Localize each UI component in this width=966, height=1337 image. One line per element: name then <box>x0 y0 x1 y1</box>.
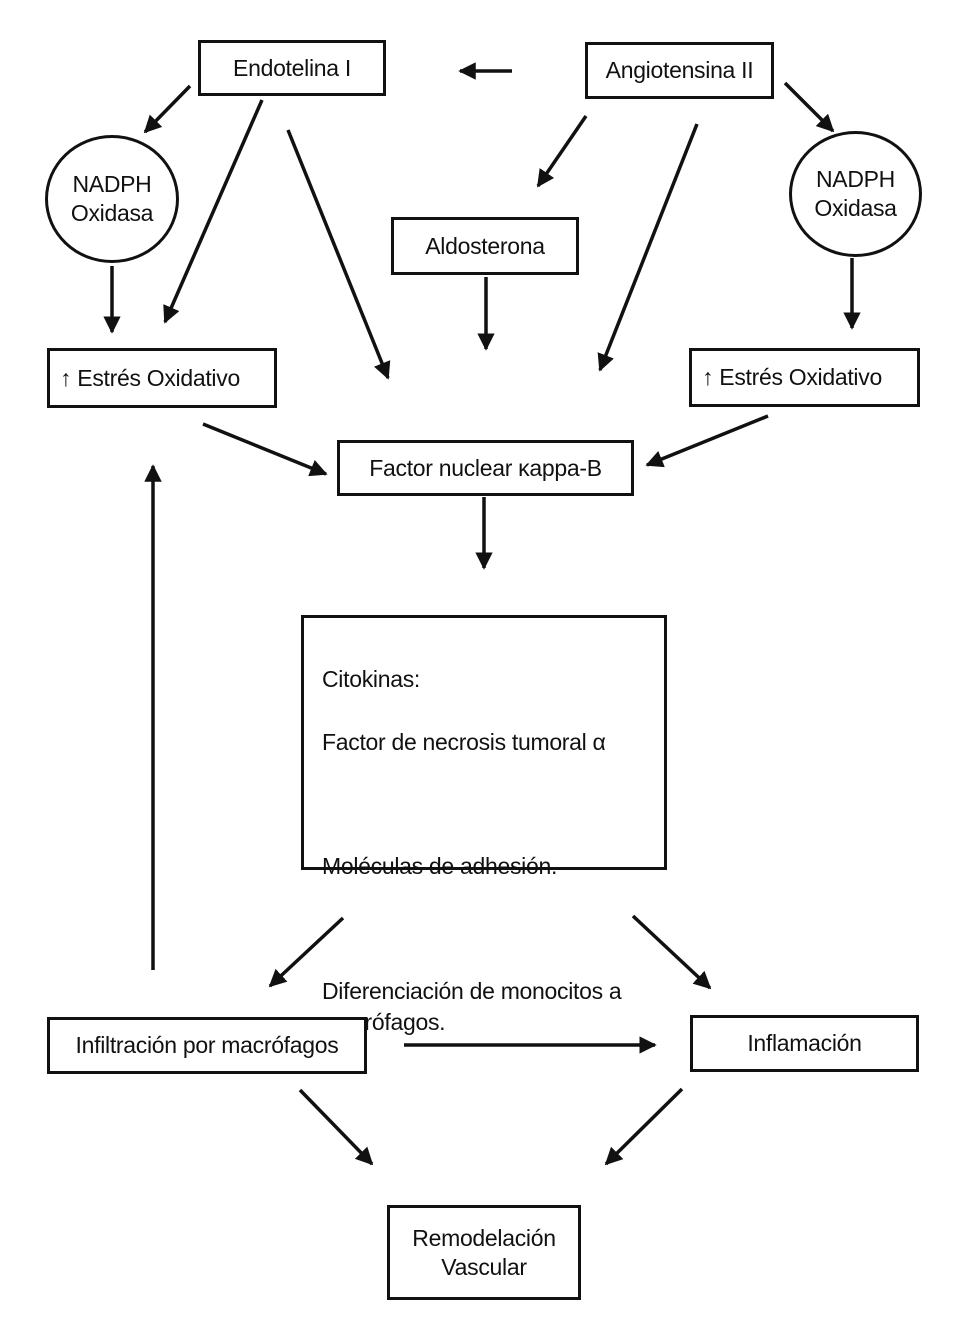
infiltracion-box: Infiltración por macrófagos <box>47 1017 367 1074</box>
aldosterona-label: Aldosterona <box>425 232 545 259</box>
remodelacion-label: Remodelación Vascular <box>412 1224 556 1280</box>
remodelacion-box: Remodelación Vascular <box>387 1205 581 1300</box>
endotelina-label: Endotelina I <box>233 54 351 81</box>
nadph-right-label: NADPH Oxidasa <box>814 166 897 221</box>
estres-right-label: ↑ Estrés Oxidativo <box>702 364 882 391</box>
nadph-left-label: NADPH Oxidasa <box>70 171 154 226</box>
cytokines-monocitos: Diferenciación de monocitos a macrófagos… <box>322 977 622 1036</box>
arrow-angiotensina-to-nadph-right <box>783 81 835 133</box>
nfkb-box: Factor nuclear κappa-B <box>337 440 634 496</box>
arrow-angiotensina-to-nfkb <box>597 123 699 372</box>
cytokines-spacer-1 <box>322 791 646 820</box>
cytokines-box: Citokinas: Factor de necrosis tumoral α … <box>301 615 667 1035</box>
arrow-infiltracion-to-remodelacion <box>298 1088 374 1166</box>
arrow-inflamacion-to-remodelacion <box>604 1087 684 1166</box>
cytokines-title: Citokinas: <box>322 665 420 692</box>
aldosterona-box: Aldosterona <box>391 217 579 275</box>
arrow-cytokines-to-infiltracion <box>268 916 345 988</box>
nadph-right-ellipse: NADPH Oxidasa <box>789 131 922 257</box>
estres-left-label: ↑ Estrés Oxidativo <box>60 364 240 391</box>
angiotensina-box: Angiotensina II <box>585 42 774 99</box>
nadph-left-ellipse: NADPH Oxidasa <box>45 135 179 263</box>
arrow-angiotensina-to-aldosterona <box>536 115 588 188</box>
inflamacion-box: Inflamación <box>690 1015 919 1072</box>
nfkb-label: Factor nuclear κappa-B <box>369 454 602 481</box>
cytokines-spacer-2 <box>322 915 646 944</box>
infiltracion-label: Infiltración por macrófagos <box>75 1032 339 1059</box>
estres-right-box: ↑ Estrés Oxidativo <box>689 348 920 407</box>
arrow-estres-right-to-nfkb <box>645 414 769 468</box>
arrow-cytokines-to-inflamacion <box>631 914 712 990</box>
estres-left-box: ↑ Estrés Oxidativo <box>47 348 277 408</box>
inflamacion-label: Inflamación <box>747 1030 862 1057</box>
arrow-endotelina-to-nfkb <box>286 129 391 380</box>
angiotensina-label: Angiotensina II <box>605 57 754 84</box>
arrow-endotelina-to-nadph-left <box>143 84 192 134</box>
endotelina-box: Endotelina I <box>198 40 386 96</box>
arrow-estres-left-to-nfkb <box>202 422 328 477</box>
cytokines-tnf: Factor de necrosis tumoral α <box>322 729 606 756</box>
cytokines-adhesion: Moléculas de adhesión. <box>322 853 558 880</box>
arrow-endotelina-to-estres-left <box>163 99 264 324</box>
